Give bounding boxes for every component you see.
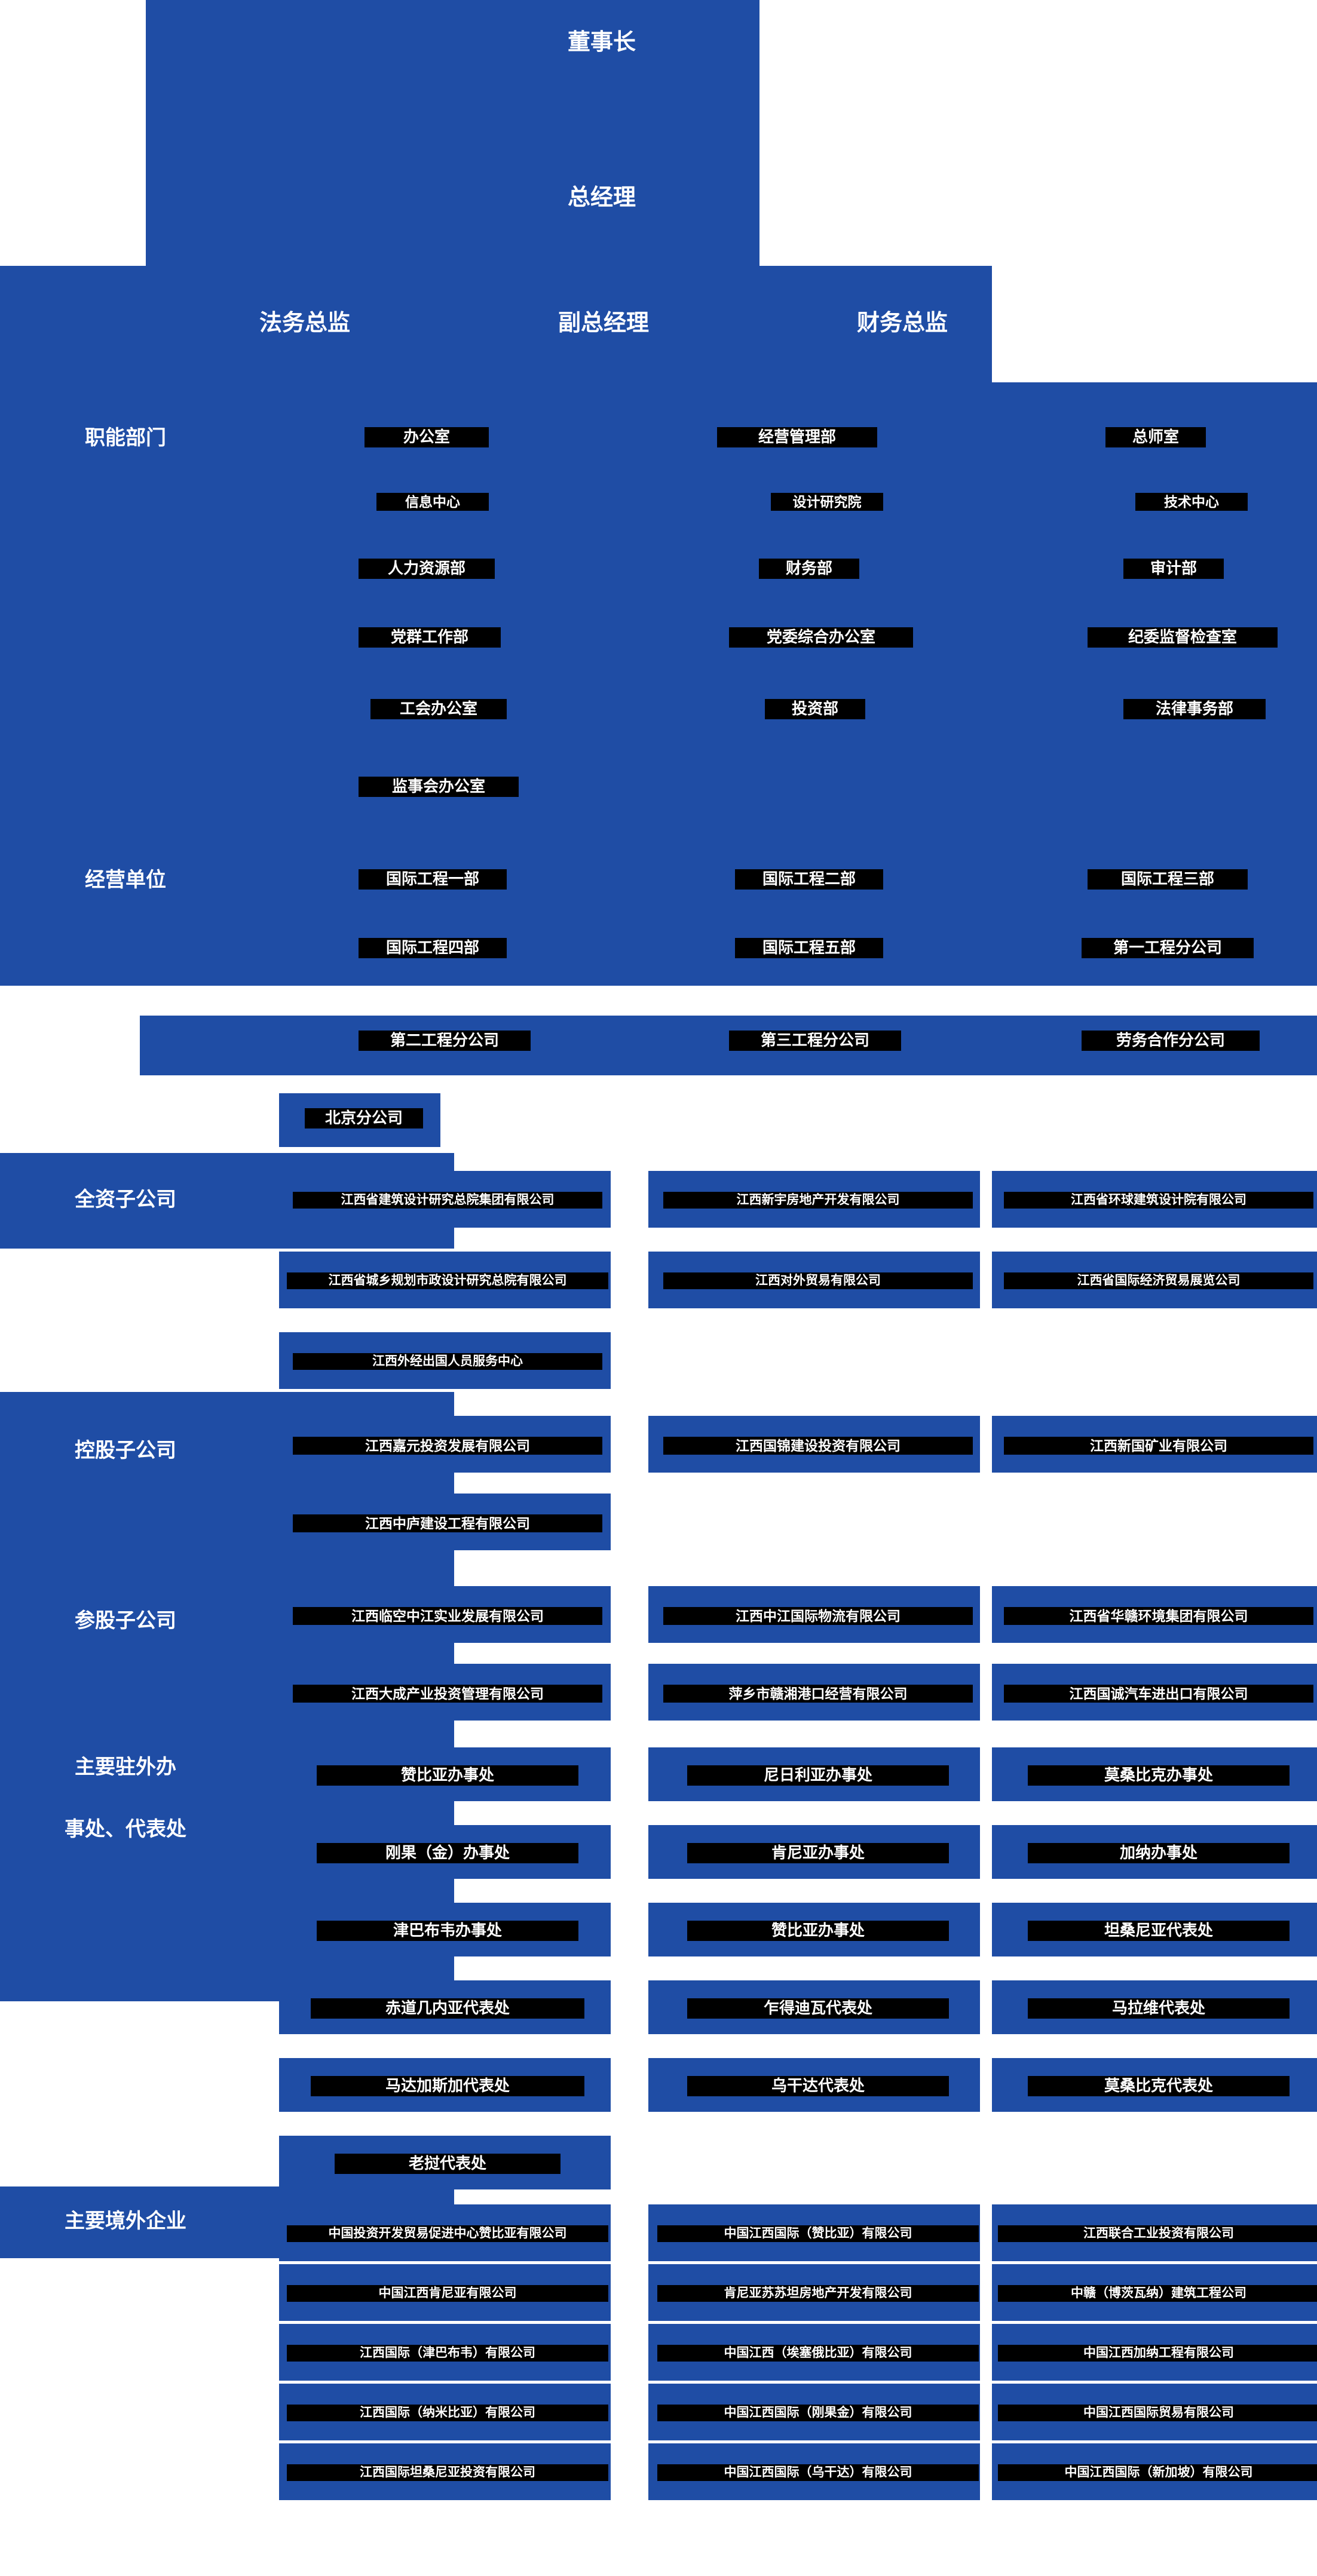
holding-cell: 江西嘉元投资发展有限公司 xyxy=(293,1437,602,1455)
enterprise-cell: 中国投资开发贸易促进中心赞比亚有限公司 xyxy=(287,2225,608,2243)
equity-cell: 江西国诚汽车进出口有限公司 xyxy=(1004,1685,1313,1703)
unit-cell: 劳务合作分公司 xyxy=(1082,1031,1260,1051)
holding-cell: 江西国锦建设投资有限公司 xyxy=(663,1437,973,1455)
dept-cell: 党委综合办公室 xyxy=(729,627,913,648)
dept-cell: 办公室 xyxy=(365,427,489,447)
subsidiary-cell: 江西省环球建筑设计院有限公司 xyxy=(1004,1192,1313,1209)
office-cell: 肯尼亚办事处 xyxy=(687,1843,949,1863)
unit-cell: 国际工程五部 xyxy=(735,938,883,958)
section-label-functional-departments: 职能部门 xyxy=(85,427,166,449)
subsidiary-cell: 江西新宇房地产开发有限公司 xyxy=(663,1192,973,1209)
enterprise-cell: 江西国际（津巴布韦）有限公司 xyxy=(287,2345,608,2362)
finance-director-title: 财务总监 xyxy=(856,311,948,336)
dept-cell: 监事会办公室 xyxy=(359,777,519,797)
functional-block xyxy=(0,382,1317,986)
legal-director-title: 法务总监 xyxy=(259,311,350,336)
dept-cell: 纪委监督检查室 xyxy=(1088,627,1278,648)
office-cell: 乍得迪瓦代表处 xyxy=(687,1998,949,2019)
office-cell: 津巴布韦办事处 xyxy=(317,1921,578,1941)
office-cell: 老挝代表处 xyxy=(335,2154,561,2174)
equity-cell: 江西大成产业投资管理有限公司 xyxy=(293,1685,602,1703)
dept-cell: 经营管理部 xyxy=(717,427,877,447)
chairman-title: 董事长 xyxy=(567,30,636,55)
dept-cell: 人力资源部 xyxy=(359,559,495,579)
office-cell: 尼日利亚办事处 xyxy=(687,1765,949,1786)
office-cell: 坦桑尼亚代表处 xyxy=(1028,1921,1290,1941)
section-label-wholly-owned: 全资子公司 xyxy=(75,1188,176,1211)
general-manager-title: 总经理 xyxy=(567,185,636,210)
unit-cell: 国际工程三部 xyxy=(1088,869,1248,890)
equity-cell: 萍乡市赣湘港口经营有限公司 xyxy=(663,1685,973,1703)
section-label-business-units: 经营单位 xyxy=(85,869,166,891)
subsidiary-cell: 江西外经出国人员服务中心 xyxy=(293,1353,602,1370)
unit-cell: 北京分公司 xyxy=(305,1108,423,1128)
top-block-chairman xyxy=(146,0,759,266)
office-cell: 马拉维代表处 xyxy=(1028,1998,1290,2019)
dept-cell: 信息中心 xyxy=(376,493,489,511)
enterprise-cell: 江西联合工业投资有限公司 xyxy=(998,2225,1317,2243)
enterprise-cell: 肯尼亚苏苏坦房地产开发有限公司 xyxy=(657,2285,979,2302)
office-cell: 赞比亚办事处 xyxy=(317,1765,578,1786)
office-cell: 赤道几内亚代表处 xyxy=(311,1998,584,2019)
enterprise-cell: 中国江西肯尼亚有限公司 xyxy=(287,2285,608,2302)
unit-cell: 第三工程分公司 xyxy=(729,1031,901,1051)
unit-cell: 第一工程分公司 xyxy=(1082,938,1254,958)
enterprise-cell: 中国江西国际（乌干达）有限公司 xyxy=(657,2464,979,2482)
holding-cell: 江西中庐建设工程有限公司 xyxy=(293,1514,602,1533)
office-cell: 乌干达代表处 xyxy=(687,2076,949,2096)
subsidiary-cell: 江西省国际经济贸易展览公司 xyxy=(1004,1272,1313,1290)
dept-cell: 党群工作部 xyxy=(359,627,501,648)
office-cell: 莫桑比克代表处 xyxy=(1028,2076,1290,2096)
enterprise-cell: 中国江西国际（新加坡）有限公司 xyxy=(998,2464,1317,2482)
overseas-offices-label-line2: 事处、代表处 xyxy=(65,1817,186,1841)
dept-cell: 设计研究院 xyxy=(771,493,883,511)
dept-cell: 技术中心 xyxy=(1135,493,1248,511)
subsidiary-cell: 江西对外贸易有限公司 xyxy=(663,1272,973,1290)
unit-cell: 国际工程四部 xyxy=(359,938,507,958)
unit-cell: 国际工程二部 xyxy=(735,869,883,890)
enterprise-cell: 江西国际坦桑尼亚投资有限公司 xyxy=(287,2464,608,2482)
deputy-gm-title: 副总经理 xyxy=(558,311,649,336)
enterprise-cell: 中国江西国际贸易有限公司 xyxy=(998,2405,1317,2422)
enterprise-cell: 中国江西（埃塞俄比亚）有限公司 xyxy=(657,2345,979,2362)
overseas-offices-label-line1: 主要驻外办 xyxy=(75,1756,176,1778)
unit-cell: 国际工程一部 xyxy=(359,869,507,890)
top-block-executives xyxy=(0,266,992,382)
section-label-holding: 控股子公司 xyxy=(75,1439,176,1462)
enterprise-cell: 中赣（博茨瓦纳）建筑工程公司 xyxy=(998,2285,1317,2302)
office-cell: 刚果（金）办事处 xyxy=(317,1843,578,1863)
enterprise-cell: 中国江西国际（刚果金）有限公司 xyxy=(657,2405,979,2422)
subsidiary-cell: 江西省城乡规划市政设计研究总院有限公司 xyxy=(287,1272,608,1290)
unit-cell: 第二工程分公司 xyxy=(359,1031,531,1051)
dept-cell: 审计部 xyxy=(1123,559,1224,579)
equity-cell: 江西临空中江实业发展有限公司 xyxy=(293,1607,602,1626)
equity-cell: 江西中江国际物流有限公司 xyxy=(663,1607,973,1626)
dept-cell: 工会办公室 xyxy=(370,699,507,719)
section-label-equity: 参股子公司 xyxy=(75,1609,176,1632)
office-cell: 赞比亚办事处 xyxy=(687,1921,949,1941)
dept-cell: 法律事务部 xyxy=(1123,699,1266,719)
holding-cell: 江西新国矿业有限公司 xyxy=(1004,1437,1313,1455)
enterprise-cell: 中国江西国际（赞比亚）有限公司 xyxy=(657,2225,979,2243)
enterprise-cell: 江西国际（纳米比亚）有限公司 xyxy=(287,2405,608,2422)
dept-cell: 财务部 xyxy=(759,559,859,579)
dept-cell: 投资部 xyxy=(765,699,865,719)
enterprise-cell: 中国江西加纳工程有限公司 xyxy=(998,2345,1317,2362)
office-cell: 加纳办事处 xyxy=(1028,1843,1290,1863)
equity-cell: 江西省华赣环境集团有限公司 xyxy=(1004,1607,1313,1626)
subsidiary-cell: 江西省建筑设计研究总院集团有限公司 xyxy=(293,1192,602,1209)
office-cell: 马达加斯加代表处 xyxy=(311,2076,584,2096)
section-label-overseas-enterprises: 主要境外企业 xyxy=(65,2210,186,2232)
office-cell: 莫桑比克办事处 xyxy=(1028,1765,1290,1786)
dept-cell: 总师室 xyxy=(1105,427,1206,447)
section-label-overseas-offices: 主要驻外办 事处、代表处 xyxy=(42,1753,209,1844)
